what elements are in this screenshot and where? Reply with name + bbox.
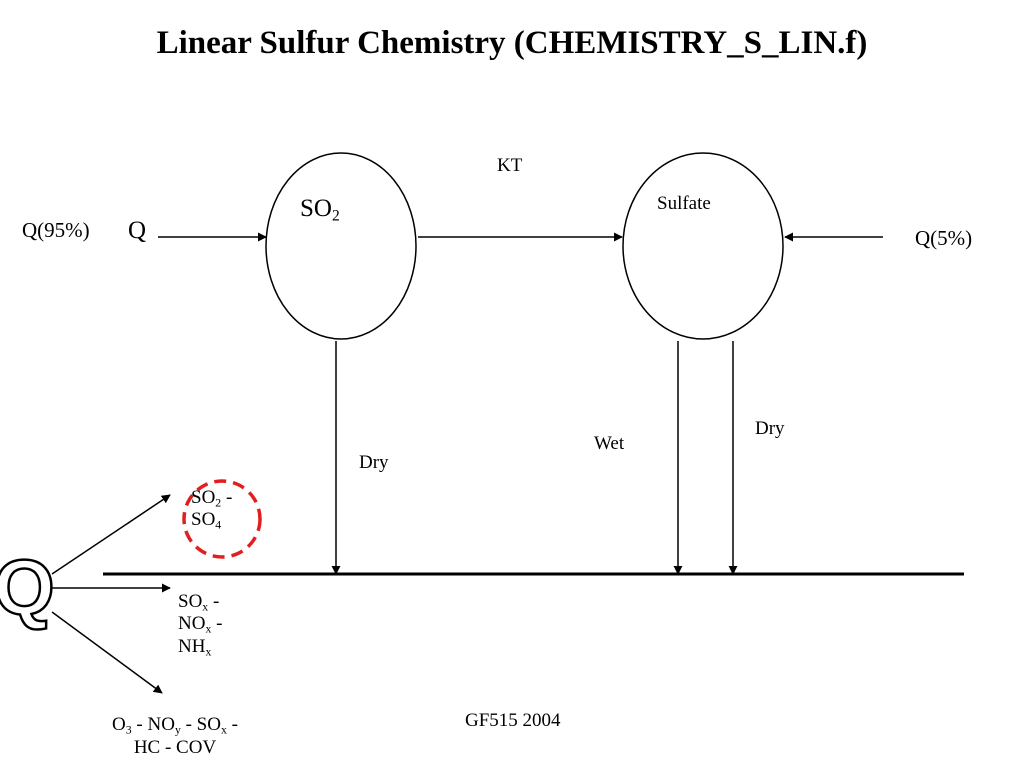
so2-node-label: SO2 bbox=[300, 195, 340, 225]
option-arrow-down bbox=[51, 611, 163, 694]
sulfate-node bbox=[622, 152, 784, 340]
option-o3-chain: O3 - NOy - SOx - HC - COV bbox=[112, 714, 238, 758]
q95-label: Q(95%) bbox=[22, 218, 90, 242]
kt-label: KT bbox=[497, 155, 523, 176]
highlight-circle bbox=[182, 479, 262, 559]
wet-sulfate-label: Wet bbox=[594, 433, 625, 454]
so2-node bbox=[265, 152, 417, 340]
option-sox-nox-nhx: SOx - NOx - NHx bbox=[178, 591, 223, 659]
option-arrow-up bbox=[51, 494, 171, 575]
footer-label: GF515 2004 bbox=[465, 710, 561, 731]
diagram-title: Linear Sulfur Chemistry (CHEMISTRY_S_LIN… bbox=[156, 25, 868, 61]
q-source-label: Q bbox=[128, 217, 147, 244]
option-so2-so4: SO2 - SO4 bbox=[191, 487, 233, 532]
sulfate-node-label: Sulfate bbox=[657, 193, 711, 214]
dry-sulfate-label: Dry bbox=[755, 418, 785, 439]
big-q-letter: Q bbox=[0, 543, 56, 631]
q5-label: Q(5%) bbox=[915, 226, 973, 250]
dry-so2-label: Dry bbox=[359, 452, 389, 473]
